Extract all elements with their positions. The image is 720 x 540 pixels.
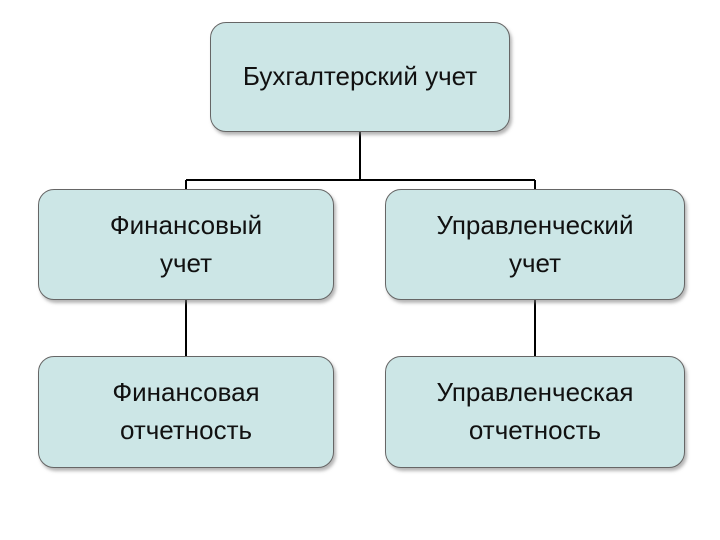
node-financial-reporting-line2: отчетность (119, 415, 253, 445)
node-management-reporting: Управленческая отчетность (385, 356, 685, 468)
node-financial-reporting-label: Финансовая отчетность (112, 374, 259, 449)
node-management-reporting-line1: Управленческая (436, 377, 634, 408)
node-management-accounting-line2: учет (508, 247, 562, 278)
node-management-accounting-line1: Управленческий (436, 209, 634, 240)
node-accounting-label: Бухгалтерский учет (242, 61, 478, 92)
node-financial-accounting: Финансовый учет (38, 189, 334, 300)
node-financial-accounting-line1: Финансовый (109, 209, 263, 240)
node-accounting: Бухгалтерский учет (210, 22, 510, 132)
node-financial-reporting: Финансовая отчетность (38, 356, 334, 468)
node-financial-accounting-line2: учет (159, 247, 213, 278)
node-management-reporting-line2: отчетность (468, 415, 602, 445)
node-financial-reporting-line1: Финансовая (112, 377, 260, 408)
node-management-reporting-label: Управленческая отчетность (436, 374, 633, 449)
node-management-accounting-label: Управленческий учет (437, 207, 634, 282)
node-management-accounting: Управленческий учет (385, 189, 685, 300)
node-financial-accounting-label: Финансовый учет (110, 207, 262, 282)
